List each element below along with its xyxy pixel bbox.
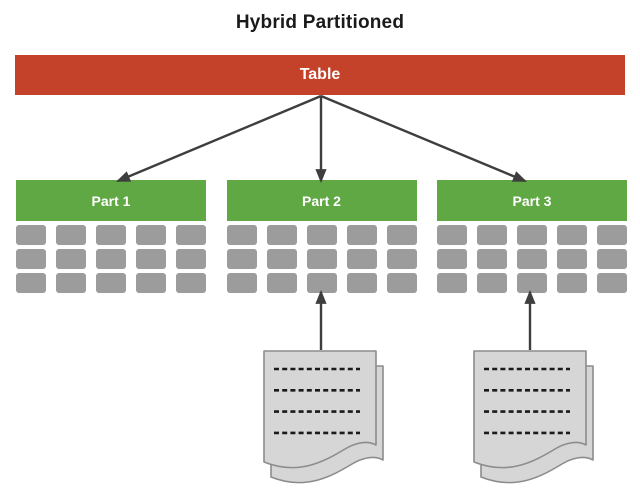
data-block-cell <box>597 225 627 245</box>
data-block-cell <box>557 225 587 245</box>
partitions-row: Part 1 Part 2 Part 3 <box>16 180 627 293</box>
data-block-cell <box>266 273 297 293</box>
data-block-cell <box>437 273 467 293</box>
data-block-cell <box>517 249 547 269</box>
data-block-cell <box>517 225 547 245</box>
data-block-cell <box>16 249 46 269</box>
data-block-cell <box>346 273 377 293</box>
data-block-cell <box>477 249 507 269</box>
partition-header: Part 1 <box>16 180 206 221</box>
data-block-cell <box>437 225 467 245</box>
data-block-cell <box>477 273 507 293</box>
data-block-cell <box>477 225 507 245</box>
data-block-cell <box>386 249 417 269</box>
data-block-cell <box>306 273 337 293</box>
data-block-cell <box>597 273 627 293</box>
data-block-cell <box>56 225 86 245</box>
arrow-table-to-part3 <box>320 94 527 183</box>
data-block-cell <box>226 273 257 293</box>
data-block-cell <box>136 273 166 293</box>
partition-header: Part 2 <box>226 180 417 221</box>
data-block-cell <box>517 273 547 293</box>
document-text-lines <box>484 367 570 435</box>
data-block-cell <box>557 273 587 293</box>
document-icon-2 <box>473 350 594 484</box>
document-icon-1 <box>263 350 384 484</box>
data-block-cell <box>176 273 206 293</box>
data-block-cell <box>226 225 257 245</box>
data-block-cell <box>597 249 627 269</box>
data-block-cell <box>136 249 166 269</box>
table-bar: Table <box>15 55 625 95</box>
partition-header: Part 3 <box>437 180 627 221</box>
data-block-cell <box>306 249 337 269</box>
partition-3: Part 3 <box>437 180 627 293</box>
document-front-page <box>263 350 377 469</box>
data-block-cell <box>96 225 126 245</box>
partition-1: Part 1 <box>16 180 206 293</box>
data-block-cell <box>56 249 86 269</box>
data-block-cell <box>56 273 86 293</box>
data-block-cell <box>96 249 126 269</box>
document-front-page <box>473 350 587 469</box>
data-block-cell <box>437 249 467 269</box>
document-text-lines <box>274 367 360 435</box>
data-block-cell <box>266 225 297 245</box>
data-block-cell <box>386 225 417 245</box>
data-block-cell <box>136 225 166 245</box>
data-block-cell <box>96 273 126 293</box>
data-block-cell <box>386 273 417 293</box>
arrow-table-to-part1 <box>116 94 322 183</box>
data-block-cell <box>306 225 337 245</box>
partition-cell-grid <box>437 225 627 293</box>
data-block-cell <box>226 249 257 269</box>
data-block-cell <box>176 225 206 245</box>
data-block-cell <box>346 225 377 245</box>
data-block-cell <box>176 249 206 269</box>
partition-cell-grid <box>226 225 417 293</box>
data-block-cell <box>557 249 587 269</box>
partition-2: Part 2 <box>226 180 417 293</box>
partition-cell-grid <box>16 225 206 293</box>
data-block-cell <box>16 273 46 293</box>
data-block-cell <box>16 225 46 245</box>
data-block-cell <box>346 249 377 269</box>
diagram-title: Hybrid Partitioned <box>235 12 405 33</box>
table-label: Table <box>299 66 341 83</box>
data-block-cell <box>266 249 297 269</box>
